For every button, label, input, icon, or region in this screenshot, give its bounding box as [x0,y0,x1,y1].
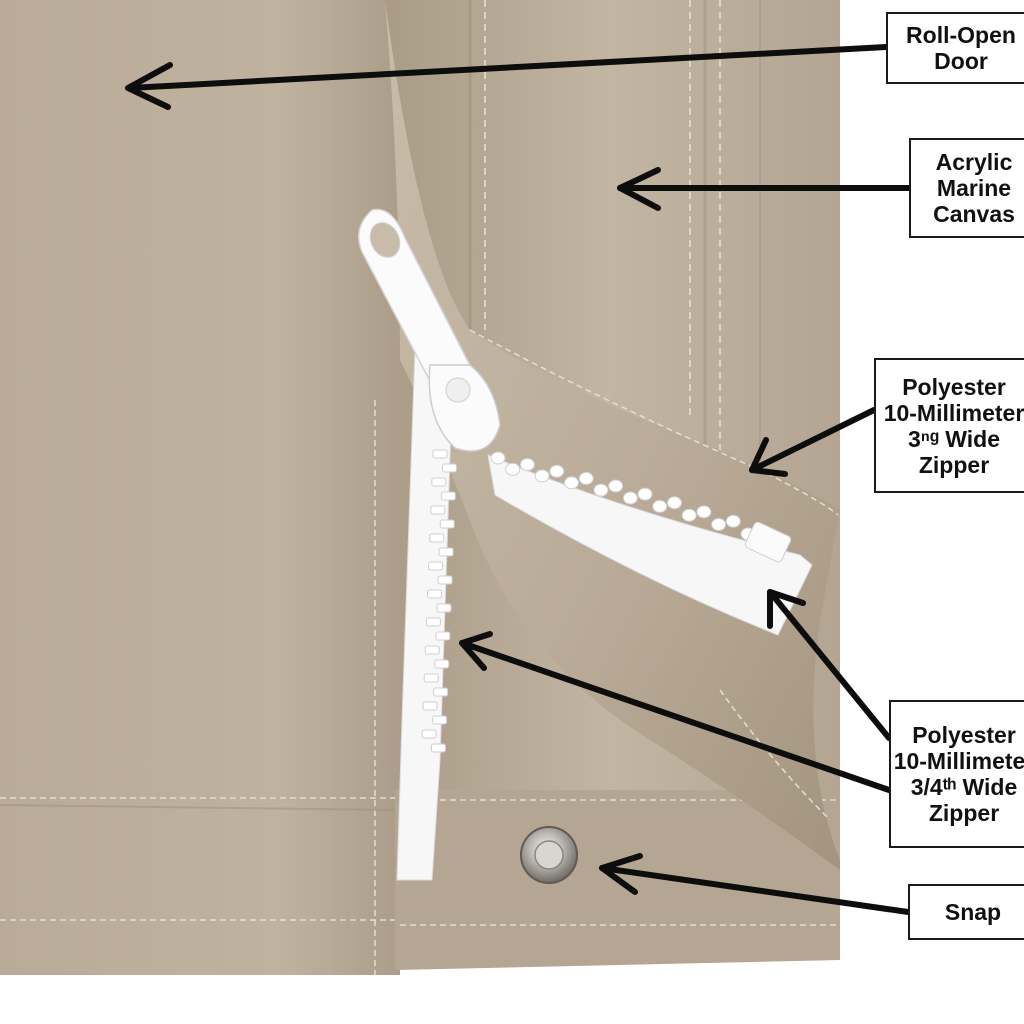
label-line: Zipper [928,800,1000,826]
zipper-tooth [666,496,682,510]
label-acrylic-marine-canvas: Acrylic Marine Canvas [909,138,1024,238]
label-line: Roll-Open [906,22,1016,48]
zipper-tooth [696,505,712,519]
zipper-tooth [436,603,452,613]
zipper-tooth [505,462,521,476]
zipper-tooth [422,701,438,711]
zipper-tooth [519,458,535,472]
label-snap: Snap [908,884,1024,940]
arrow-roll-open-door [125,44,889,110]
label-line: 10-Millimeter [893,748,1024,774]
zipper-tooth [637,487,653,501]
zipper-tooth [711,518,727,532]
label-line: 3ⁿᵍ Wide [907,425,1000,452]
zipper-tooth [434,659,450,669]
snap-fastener [520,826,578,884]
zipper-tooth [681,508,697,522]
label-line: Zipper [918,451,990,478]
zipper-tooth [425,617,441,627]
arrows [125,44,912,915]
zipper-tooth [437,575,453,585]
label-line: Snap [944,899,1002,925]
zipper-tooth [652,499,668,513]
label-polyester-zipper-upper: Polyester 10-Millimeter 3ⁿᵍ Wide Zipper [874,358,1024,493]
zipper-tooth [424,645,440,655]
label-line: Door [934,48,988,74]
zipper-tooth [430,743,446,753]
zipper-tooth [440,491,456,501]
zipper-tooth [564,476,580,490]
zipper-tooth [608,479,624,493]
zipper-tooth [725,514,741,528]
zipper-tooth [439,519,455,529]
zipper-tooth [431,477,447,487]
zipper-tooth [428,561,444,571]
label-line: Polyester [912,722,1016,748]
arrow-zipper-lower-2 [459,631,892,793]
zipper-tooth [432,449,448,459]
label-line: Acrylic [935,149,1013,175]
zipper-pull [357,208,501,452]
zipper-tooth [593,483,609,497]
label-line: 10-Millimeter [883,399,1024,426]
label-roll-open-door: Roll-Open Door [886,12,1024,84]
zipper-tooth [421,729,437,739]
zipper-tooth [427,589,442,599]
zipper-tooth [438,547,454,557]
zipper-tooth [441,463,457,473]
folded-flap [385,0,840,870]
roll-open-door-panel [0,0,401,975]
zipper-tooth [490,451,506,465]
arrow-zipper-upper [749,407,877,477]
zipper-tooth [622,491,638,505]
zipper-tooth [578,471,594,485]
label-line: Marine [936,175,1012,201]
label-polyester-zipper-lower: Polyester 10-Millimeter 3/4ᵗʰ Wide Zippe… [889,700,1024,848]
zipper-tooth [423,673,439,683]
arrow-acrylic-marine-canvas [617,167,912,211]
arrow-zipper-lower-1 [767,589,892,741]
zipper-tooth [549,464,565,478]
zipper-diagonal [487,451,813,636]
label-line: 3/4ᵗʰ Wide [910,774,1018,800]
zipper-tooth [433,687,449,697]
label-line: Canvas [933,201,1015,227]
zipper-tooth [534,469,550,483]
zipper-tooth [432,715,448,725]
label-line: Polyester [902,373,1006,400]
zipper-tooth [435,631,451,641]
zipper-tooth [430,505,446,515]
zipper-tooth [429,533,445,543]
arrow-snap [599,853,911,915]
